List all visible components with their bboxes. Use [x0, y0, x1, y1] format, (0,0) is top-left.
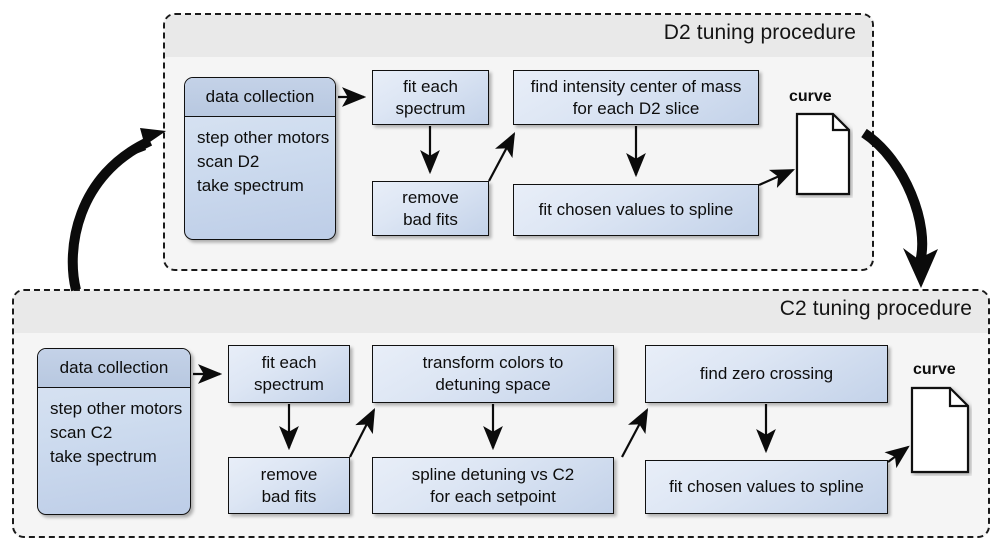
loop-arrow-d2-to-c2 — [861, 128, 938, 288]
c2-transform-colors-box[interactable]: transform colors to detuning space — [372, 345, 614, 403]
d2-fit-chosen-values-label: fit chosen values to spline — [538, 200, 734, 220]
d2-curve-document-icon — [795, 112, 851, 196]
c2-transform-colors-line1: transform colors to — [422, 353, 564, 373]
d2-curve-label: curve — [789, 88, 832, 105]
loop-arrow-c2-to-d2 — [67, 128, 166, 292]
c2-data-collection-box[interactable]: data collection step other motors scan C… — [37, 348, 191, 515]
c2-fit-chosen-values-box[interactable]: fit chosen values to spline — [645, 460, 888, 514]
c2-data-collection-header: data collection — [38, 349, 190, 388]
d2-remove-bad-fits-line2: bad fits — [403, 209, 458, 229]
c2-curve-label: curve — [913, 361, 956, 378]
c2-remove-bad-fits-box[interactable]: remove bad fits — [228, 457, 350, 514]
c2-remove-bad-fits-line2: bad fits — [261, 486, 317, 506]
c2-find-zero-crossing-box[interactable]: find zero crossing — [645, 345, 888, 403]
c2-fit-each-spectrum-box[interactable]: fit each spectrum — [228, 345, 350, 403]
panel-d2-title-band — [165, 15, 872, 57]
c2-step-1: step other motors — [50, 399, 183, 418]
d2-data-collection-steps: step other motors scan D2 take spectrum — [185, 117, 335, 198]
c2-step-2: scan C2 — [50, 423, 113, 443]
panel-d2-title: D2 tuning procedure — [663, 21, 856, 44]
c2-fit-each-spectrum-line1: fit each — [261, 353, 317, 373]
d2-find-intensity-com-line2: for each D2 slice — [572, 98, 700, 118]
c2-find-zero-crossing-label: find zero crossing — [699, 364, 834, 384]
d2-data-collection-header: data collection — [185, 78, 335, 117]
d2-fit-each-spectrum-line2: spectrum — [395, 98, 466, 118]
d2-find-intensity-com-box[interactable]: find intensity center of mass for each D… — [513, 70, 759, 125]
d2-find-intensity-com-line1: find intensity center of mass — [530, 76, 742, 96]
c2-curve-document-icon — [910, 386, 970, 474]
d2-fit-each-spectrum-box[interactable]: fit each spectrum — [372, 70, 489, 125]
d2-remove-bad-fits-line1: remove — [402, 187, 459, 207]
d2-data-collection-box[interactable]: data collection step other motors scan D… — [184, 77, 336, 240]
panel-c2-title: C2 tuning procedure — [779, 297, 972, 320]
c2-transform-colors-line2: detuning space — [435, 375, 551, 394]
c2-spline-detuning-line2: for each setpoint — [430, 486, 556, 506]
d2-remove-bad-fits-box[interactable]: remove bad fits — [372, 181, 489, 236]
d2-fit-chosen-values-box[interactable]: fit chosen values to spline — [513, 184, 759, 236]
c2-fit-each-spectrum-line2: spectrum — [254, 375, 324, 394]
d2-step-1: step other motors — [197, 128, 330, 147]
c2-remove-bad-fits-line1: remove — [260, 464, 318, 484]
c2-spline-detuning-box[interactable]: spline detuning vs C2 for each setpoint — [372, 457, 614, 514]
c2-data-collection-steps: step other motors scan C2 take spectrum — [38, 388, 190, 469]
d2-step-2: scan D2 — [197, 152, 260, 172]
d2-fit-each-spectrum-line1: fit each — [403, 76, 458, 96]
c2-spline-detuning-line1: spline detuning vs C2 — [411, 464, 575, 484]
panel-c2-title-band — [14, 291, 988, 333]
c2-fit-chosen-values-label: fit chosen values to spline — [669, 477, 864, 497]
c2-step-3: take spectrum — [50, 447, 157, 467]
d2-step-3: take spectrum — [197, 176, 304, 196]
